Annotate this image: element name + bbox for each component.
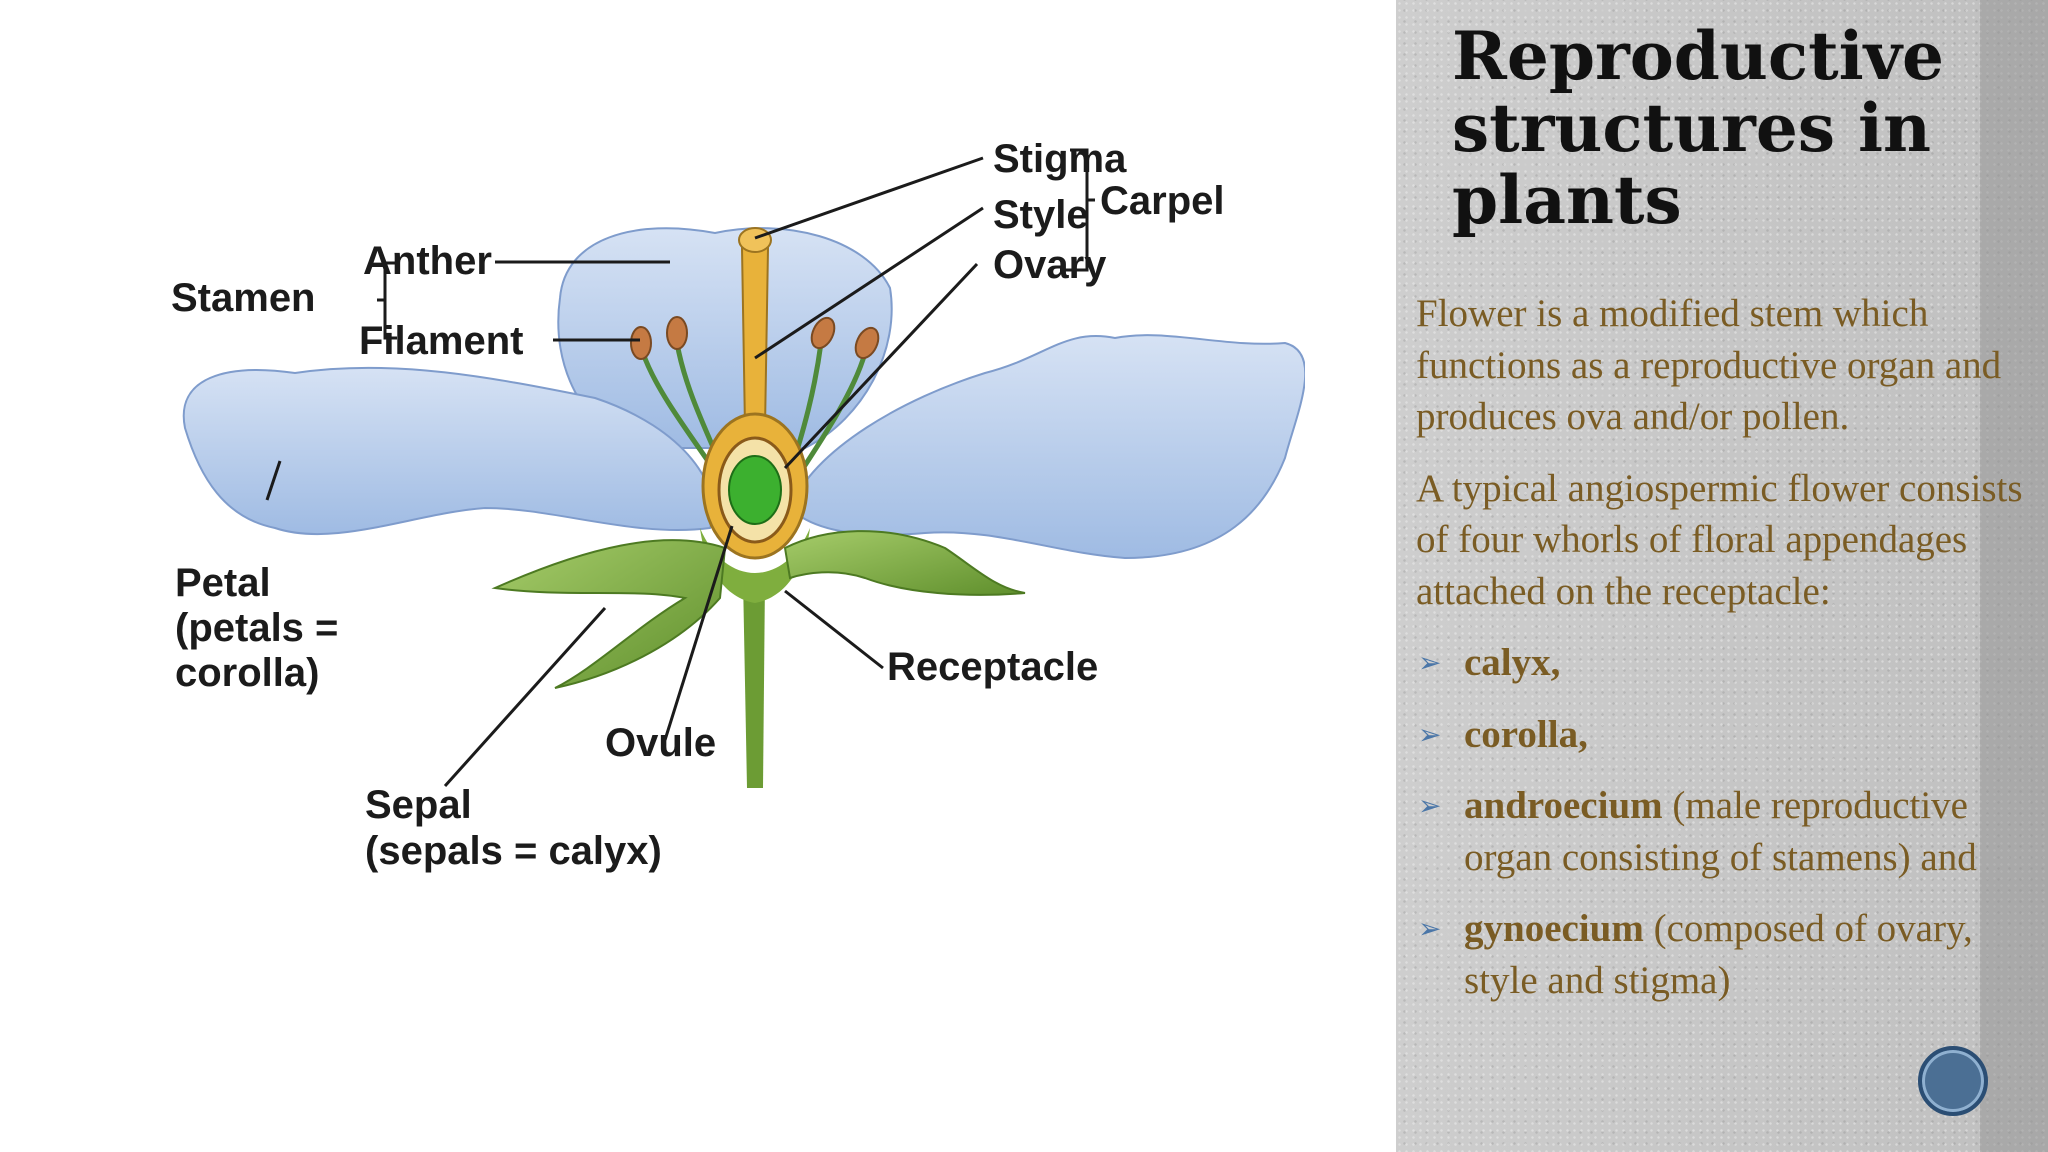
androecium-description: (male reproductive organ consisting of s… — [1464, 784, 1977, 879]
label-receptacle: Receptacle — [887, 645, 1098, 689]
carpel-bracket — [1060, 148, 1095, 272]
label-ovule: Ovule — [605, 721, 716, 765]
term-androecium: androecium — [1464, 784, 1663, 827]
gynoecium-description: (composed of ovary, style and stigma) — [1464, 907, 1973, 1002]
list-item: ➢ androecium (male reproductive organ con… — [1416, 780, 2026, 883]
label-carpel: Carpel — [1100, 179, 1225, 223]
sepal-leader — [443, 606, 607, 788]
circle-nav-icon[interactable] — [1918, 1046, 1988, 1116]
right-petal — [788, 334, 1305, 560]
label-petal-2: (petals = — [175, 606, 338, 650]
receptacle-shape — [700, 528, 810, 603]
label-petal-3: corolla) — [175, 651, 319, 695]
slide-title: Reproductive structures in plants — [1452, 17, 1945, 239]
style-leader — [754, 206, 984, 360]
ovary-leader — [783, 262, 979, 470]
stamen-bracket — [377, 261, 397, 340]
side-panel: Reproductive structures in plants Flower… — [1396, 0, 2048, 1152]
label-style: Style — [993, 193, 1089, 237]
label-stamen: Stamen — [171, 276, 316, 320]
list-item: ➢ gynoecium (composed of ovary, style an… — [1416, 903, 2026, 1006]
arrow-bullet-icon: ➢ — [1418, 789, 1442, 822]
term-calyx: calyx, — [1464, 641, 1561, 684]
right-sepal — [783, 530, 1026, 596]
label-anther: Anther — [363, 239, 492, 283]
arrow-bullet-icon: ➢ — [1418, 646, 1442, 679]
label-stigma: Stigma — [993, 137, 1127, 181]
list-item: ➢ calyx, — [1416, 637, 2026, 689]
petal-leader — [265, 460, 282, 501]
term-corolla: corolla, — [1464, 712, 1588, 756]
flower-diagram-svg: Stigma Style Ovary Carpel Anther Filamen… — [171, 137, 1305, 873]
list-item: ➢ corolla, — [1416, 709, 2026, 761]
left-sepal — [491, 539, 727, 689]
stem — [743, 578, 765, 788]
label-filament: Filament — [359, 319, 523, 363]
panel-edge-strip — [1980, 0, 2048, 1152]
ovule-leader — [663, 525, 734, 741]
paragraph-1: Flower is a modified stem which function… — [1416, 292, 2002, 438]
flower-diagram: Stigma Style Ovary Carpel Anther Filamen… — [165, 128, 1305, 888]
whorl-list: ➢ calyx, ➢ corolla, ➢ androecium (male repr… — [1416, 637, 2026, 1006]
label-sepal-2: (sepals = calyx) — [365, 829, 662, 873]
label-petal-1: Petal — [175, 561, 271, 605]
term-gynoecium: gynoecium — [1464, 907, 1644, 950]
paragraph-2: A typical angiospermic flower consists o… — [1416, 466, 2023, 613]
receptacle-leader — [784, 589, 884, 670]
stigma-leader — [754, 156, 984, 240]
label-ovary: Ovary — [993, 243, 1107, 287]
label-sepal-1: Sepal — [365, 783, 472, 827]
pistil — [701, 227, 809, 560]
arrow-bullet-icon: ➢ — [1418, 912, 1442, 945]
slide-body: Flower is a modified stem which function… — [1416, 288, 2026, 1026]
arrow-bullet-icon: ➢ — [1418, 717, 1442, 751]
